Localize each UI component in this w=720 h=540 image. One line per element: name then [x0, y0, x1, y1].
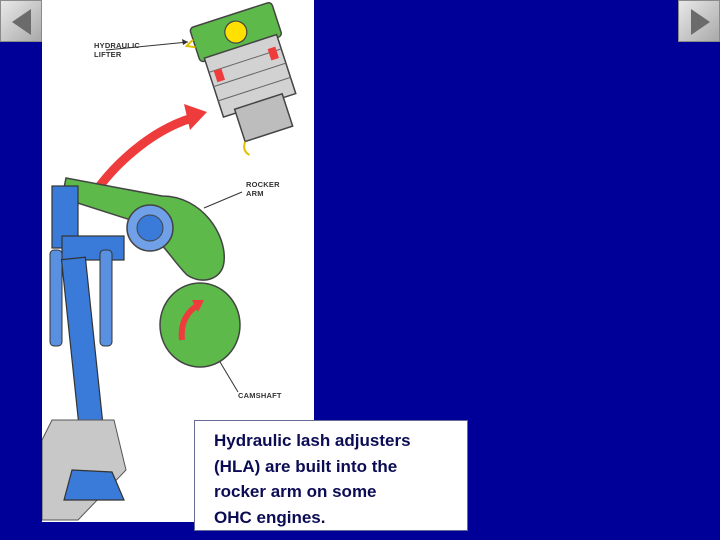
caption-box: Hydraulic lash adjusters (HLA) are built… [194, 420, 468, 531]
caption-line-1: Hydraulic lash adjusters [214, 431, 411, 450]
rocker-arm-label-1: ROCKER [246, 180, 280, 189]
rocker-arm-label-2: ARM [246, 189, 264, 198]
camshaft-label: CAMSHAFT [238, 391, 282, 400]
hydraulic-lifter-label-1: HYDRAULIC [94, 41, 140, 50]
triangle-left-icon [1, 1, 43, 43]
caption-line-2: (HLA) are built into the [214, 457, 397, 476]
caption-line-4: OHC engines. [214, 508, 325, 527]
hydraulic-lifter-label-2: LIFTER [94, 50, 122, 59]
hydraulic-lifter-drawing [182, 2, 314, 163]
caption-text: Hydraulic lash adjusters (HLA) are built… [214, 428, 449, 530]
next-slide-button[interactable] [678, 0, 720, 42]
triangle-right-icon [679, 1, 720, 43]
caption-line-3: rocker arm on some [214, 482, 377, 501]
previous-slide-button[interactable] [0, 0, 42, 42]
